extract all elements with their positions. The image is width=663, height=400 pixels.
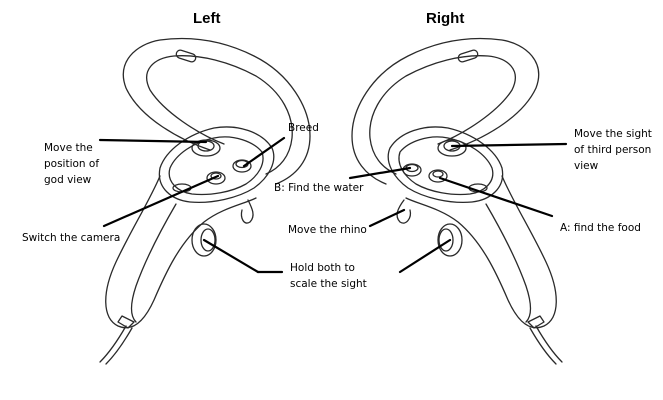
callout-line-move-rhino xyxy=(368,208,406,228)
label-breed: Breed xyxy=(288,122,319,134)
label-find-food: A: find the food xyxy=(560,222,641,234)
label-move-god-view: Move the position of god view xyxy=(44,142,100,186)
callout-line-scale-left xyxy=(202,238,260,274)
callout-line-third-person xyxy=(450,142,568,148)
label-move-third-person: Move the sight of third person view xyxy=(574,128,652,172)
callout-lines xyxy=(98,136,568,274)
callout-line-switch-camera xyxy=(102,174,220,228)
label-move-rhino: Move the rhino xyxy=(288,224,367,236)
right-controller-icon xyxy=(351,37,563,365)
callout-line-god-view xyxy=(98,138,208,144)
heading-left: Left xyxy=(193,10,221,27)
label-scale-sight: Hold both to scale the sight xyxy=(290,262,367,290)
callout-line-find-water xyxy=(348,166,412,180)
label-find-water: B: Find the water xyxy=(274,182,364,194)
heading-right: Right xyxy=(426,10,465,27)
callout-line-breed xyxy=(242,136,286,168)
label-switch-camera: Switch the camera xyxy=(22,232,121,244)
left-controller-icon xyxy=(99,37,311,365)
callout-line-find-food xyxy=(438,176,554,218)
callout-line-scale-right xyxy=(398,238,452,274)
